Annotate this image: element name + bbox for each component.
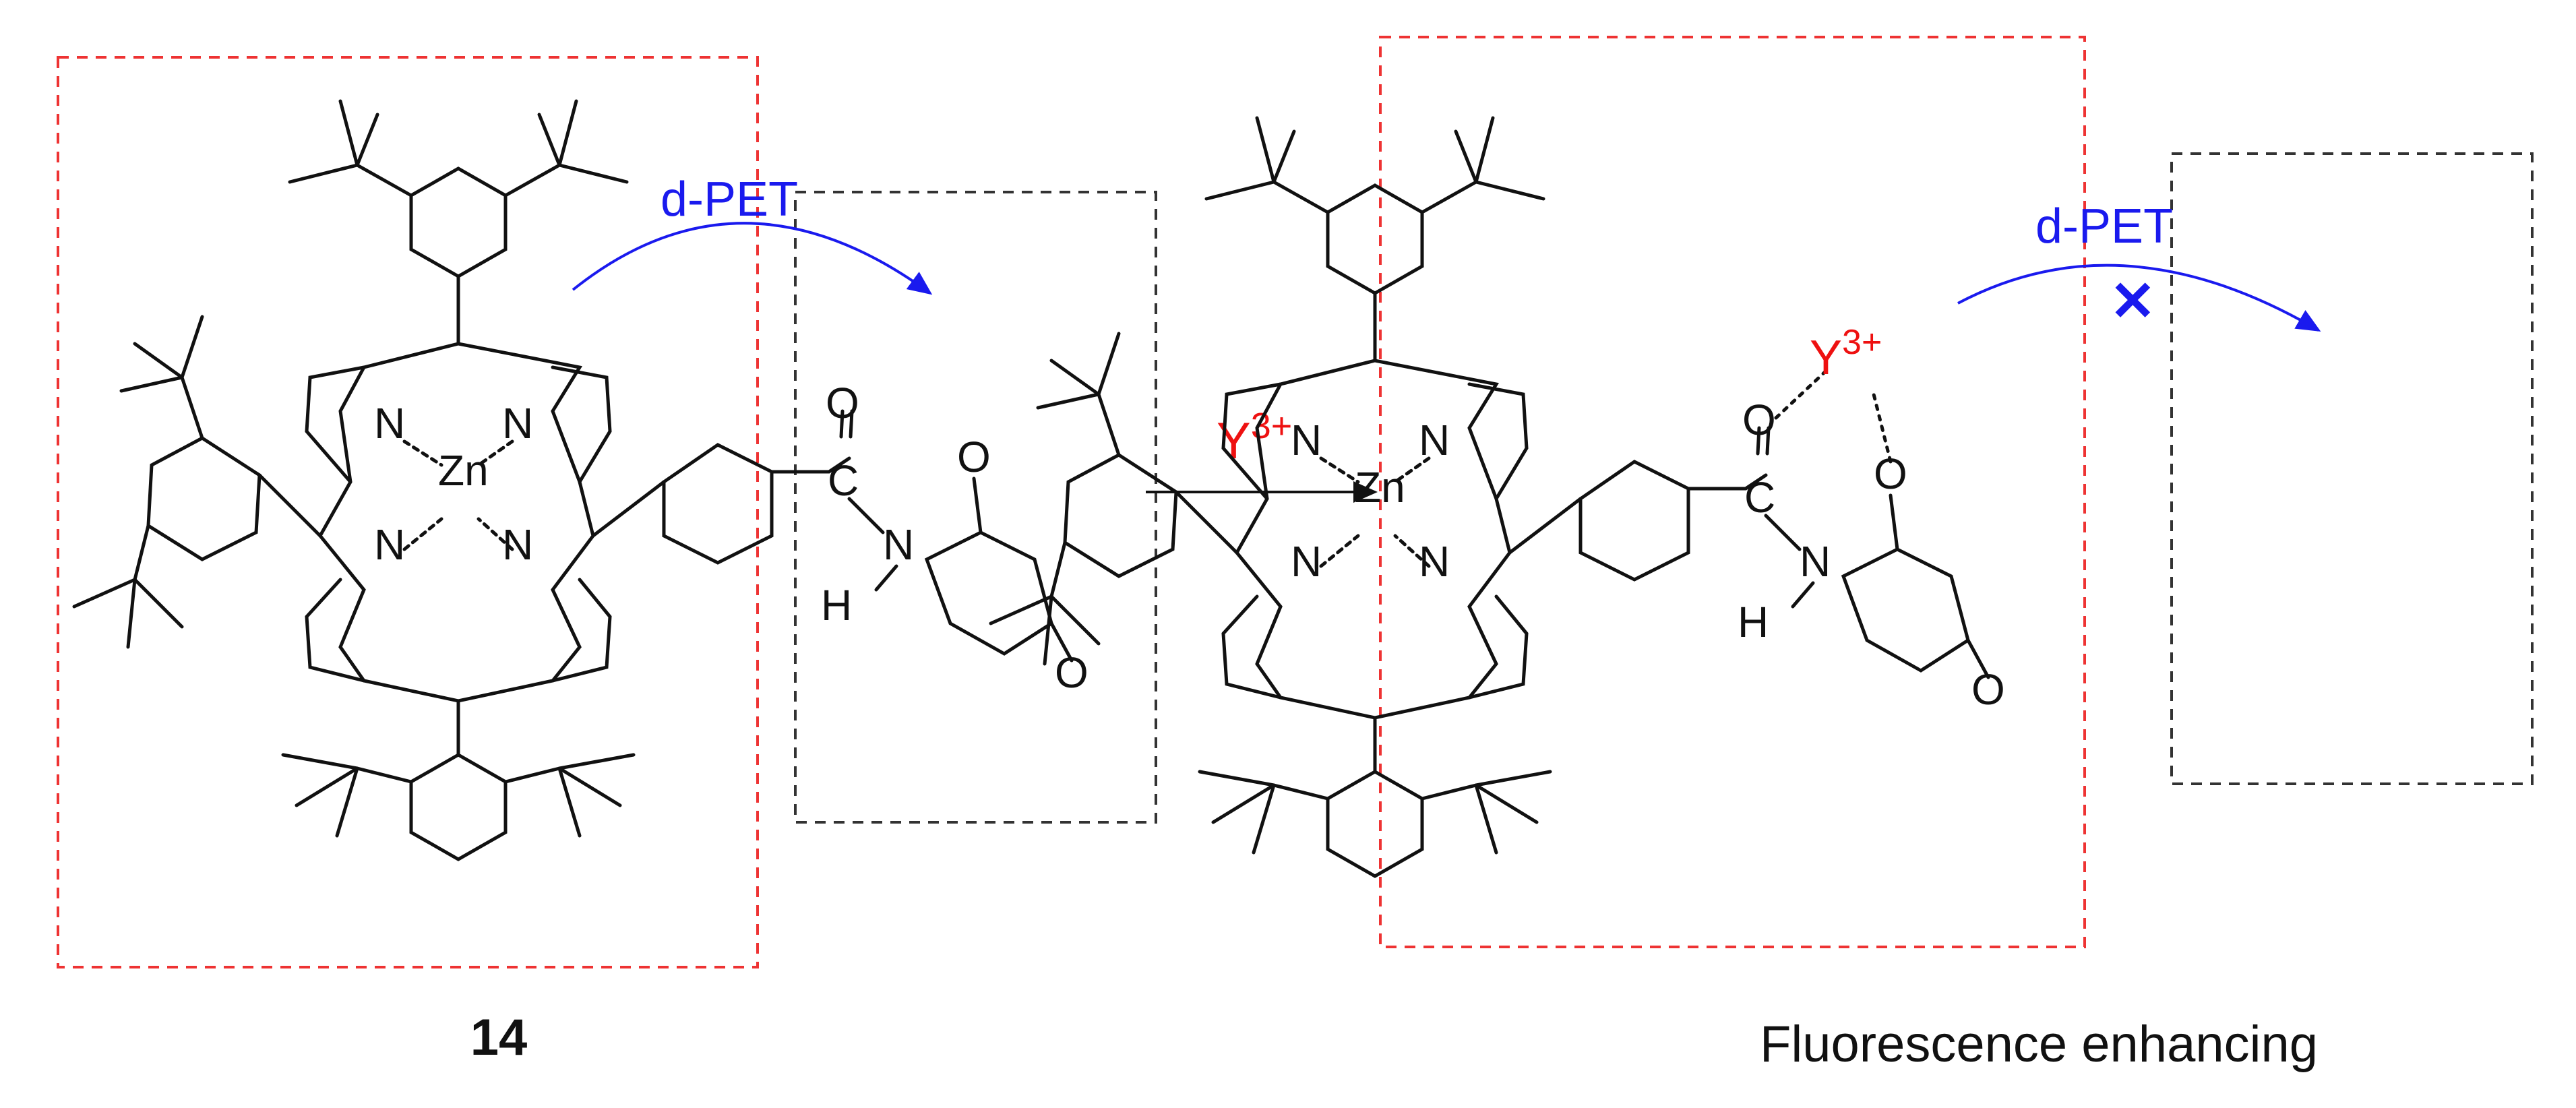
left-bonds: [72, 99, 1074, 861]
left-n-bottom-right: N: [502, 520, 533, 569]
right-n-top-left: N: [1291, 416, 1322, 464]
right-carbonyl-o: O: [1742, 396, 1776, 444]
right-carbon-c: C: [1744, 473, 1775, 522]
right-bonds: [989, 116, 1990, 878]
right-n-top-right: N: [1419, 416, 1450, 464]
left-zn-label: Zn: [438, 446, 489, 495]
fluorescence-caption: Fluorescence enhancing: [1760, 1016, 2318, 1073]
left-amide-h: H: [821, 581, 852, 629]
pet-blocked-cross-icon: ✕: [2110, 271, 2156, 332]
left-pet-label: d-PET: [661, 173, 798, 226]
right-amide-h: H: [1738, 598, 1769, 646]
left-quinone-o-top: O: [957, 433, 991, 481]
right-ion: Y3+: [1810, 323, 1882, 385]
left-pet-arrow: [572, 222, 933, 295]
left-molecule: Zn N N N N O C N H O O d-PET 14: [57, 56, 1157, 1066]
right-quinone-black-box: [2170, 152, 2534, 785]
right-amide-n: N: [1800, 537, 1831, 586]
right-n-bottom-left: N: [1291, 537, 1322, 586]
left-n-top-left: N: [374, 399, 405, 448]
left-n-bottom-left: N: [374, 520, 405, 569]
left-amide-n: N: [883, 520, 914, 569]
left-carbon-c: C: [828, 456, 859, 505]
right-porphyrin-red-box: [1379, 36, 2086, 948]
right-n-bottom-right: N: [1419, 537, 1450, 586]
left-quinone-black-box: [794, 191, 1157, 824]
right-molecule: Zn N N N N O C N H O O Y3+ d-PET ✕ Fluor…: [989, 36, 2534, 1073]
right-pet-arrow: [1957, 264, 2321, 332]
left-n-top-right: N: [502, 399, 533, 448]
left-carbonyl-o: O: [826, 379, 859, 427]
compound-number: 14: [470, 1009, 528, 1066]
left-quinone-o-bottom: O: [1055, 648, 1088, 697]
right-ion-charge: 3+: [1842, 323, 1882, 362]
right-pet-label: d-PET: [2035, 199, 2173, 253]
right-zn-label: Zn: [1355, 463, 1405, 512]
right-quinone-o-bottom: O: [1971, 665, 2005, 714]
reagent-ion: Y3+: [1217, 406, 1292, 470]
right-quinone-o-top: O: [1874, 450, 1907, 498]
left-porphyrin-red-box: [57, 56, 759, 968]
